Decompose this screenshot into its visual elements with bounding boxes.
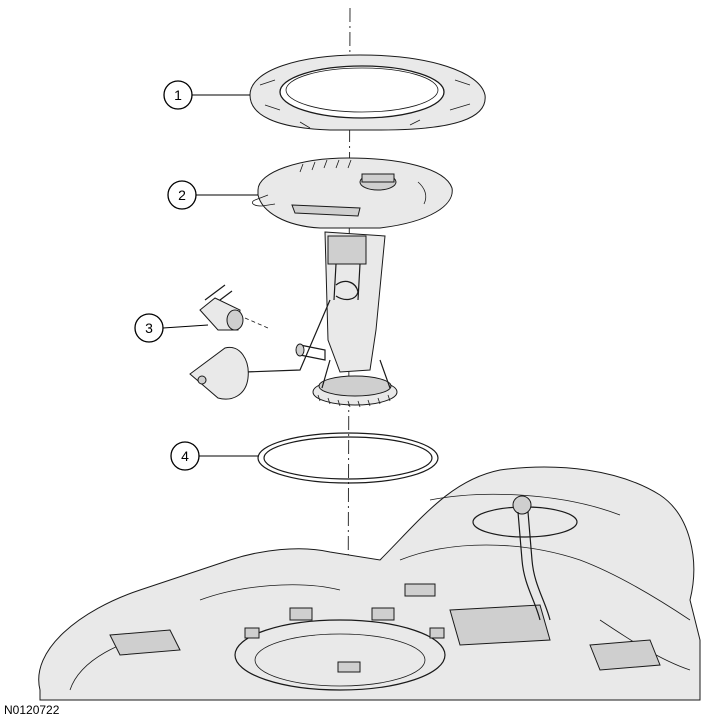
- callout-2-label: 2: [178, 187, 186, 203]
- callout-2: 2: [167, 180, 258, 210]
- callout-1: 1: [163, 80, 250, 110]
- callout-3: 3: [134, 313, 209, 343]
- connector-fitting: [199, 284, 269, 331]
- callout-4: 4: [170, 441, 258, 471]
- callout-3-label: 3: [145, 320, 153, 336]
- lock-ring: [249, 54, 486, 131]
- fuel-pump-module: [189, 157, 453, 408]
- callout-1-label: 1: [174, 87, 182, 103]
- fuel-tank: [38, 466, 701, 701]
- figure-id: N0120722: [4, 703, 60, 717]
- callout-4-label: 4: [181, 448, 189, 464]
- seal-ring: [257, 432, 439, 484]
